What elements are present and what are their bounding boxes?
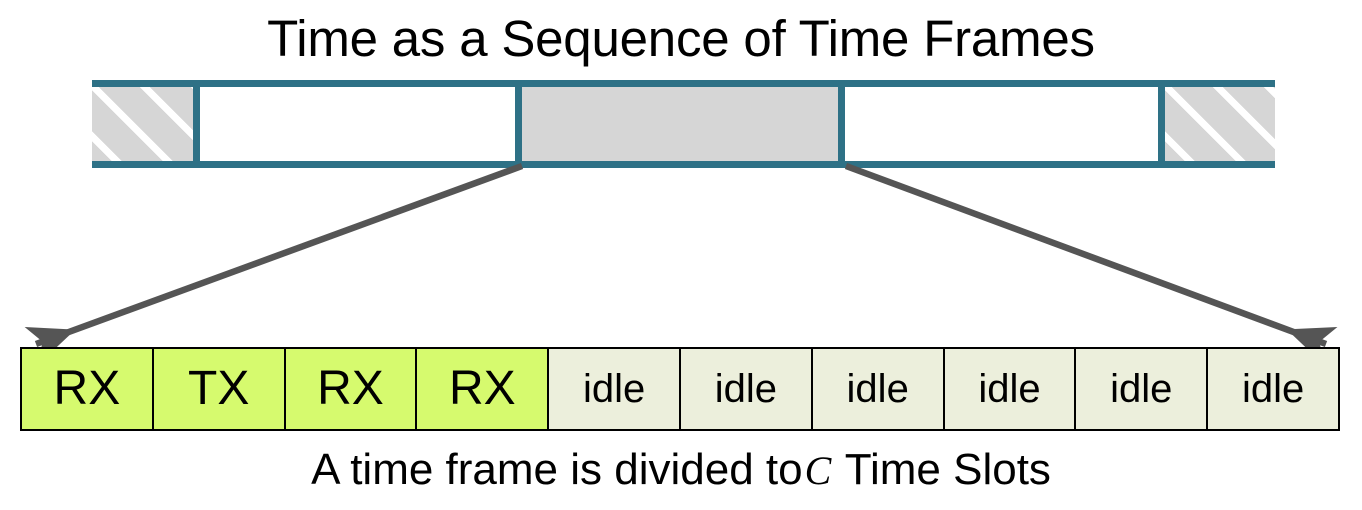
time-slot-label: idle xyxy=(1241,367,1305,411)
caption-part-2: Time Slots xyxy=(844,445,1051,494)
time-slot-4[interactable]: RX xyxy=(417,349,550,429)
time-slot-1[interactable]: RX xyxy=(22,349,154,429)
time-frame-partial-right xyxy=(1165,87,1275,161)
time-frame-3 xyxy=(845,87,1165,161)
time-slot-label: idle xyxy=(846,367,909,411)
timeline-bar xyxy=(92,80,1275,168)
time-frame-1 xyxy=(200,87,522,161)
time-slot-label: idle xyxy=(1110,367,1173,411)
caption-part-1: A time frame is divided to xyxy=(311,445,803,494)
caption-variable-c: C xyxy=(804,448,832,493)
time-slot-label: RX xyxy=(317,362,384,415)
time-slot-label: idle xyxy=(714,367,778,411)
caption: A time frame is divided toC Time Slots xyxy=(0,442,1362,499)
time-slot-2[interactable]: TX xyxy=(153,349,286,429)
time-slot-label: RX xyxy=(53,362,121,415)
expand-arrow-right xyxy=(844,162,1338,365)
time-slot-7[interactable]: idle xyxy=(812,349,945,429)
time-slot-6[interactable]: idle xyxy=(680,349,813,429)
time-slot-label: TX xyxy=(188,362,250,415)
time-slot-8[interactable]: idle xyxy=(944,349,1077,429)
time-slot-label: idle xyxy=(978,367,1041,411)
time-slot-row: RX TX RX RX idle idle idle idle idle idl… xyxy=(20,347,1340,431)
expand-arrow-left xyxy=(24,162,524,365)
time-slot-5[interactable]: idle xyxy=(549,349,681,429)
page-title: Time as a Sequence of Time Frames xyxy=(267,10,1095,67)
time-slot-9[interactable]: idle xyxy=(1076,349,1209,429)
time-slot-label: idle xyxy=(582,367,646,411)
time-slot-3[interactable]: RX xyxy=(285,349,418,429)
time-frame-2-selected xyxy=(522,87,845,161)
time-slot-label: RX xyxy=(448,362,516,415)
time-frame-partial-left xyxy=(92,87,200,161)
time-slot-10[interactable]: idle xyxy=(1208,349,1338,429)
